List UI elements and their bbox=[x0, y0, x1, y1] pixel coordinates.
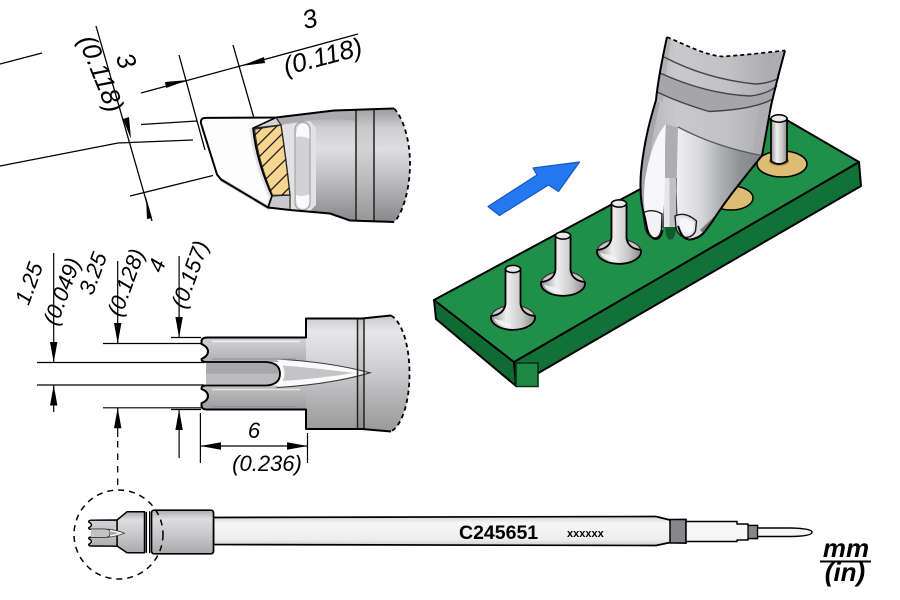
svg-text:C245651: C245651 bbox=[459, 522, 538, 544]
svg-text:6: 6 bbox=[248, 418, 261, 443]
svg-text:mm: mm bbox=[823, 533, 869, 563]
svg-text:(0.236): (0.236) bbox=[232, 451, 302, 476]
svg-text:xxxxxx: xxxxxx bbox=[567, 528, 605, 540]
svg-text:(in): (in) bbox=[825, 557, 865, 587]
